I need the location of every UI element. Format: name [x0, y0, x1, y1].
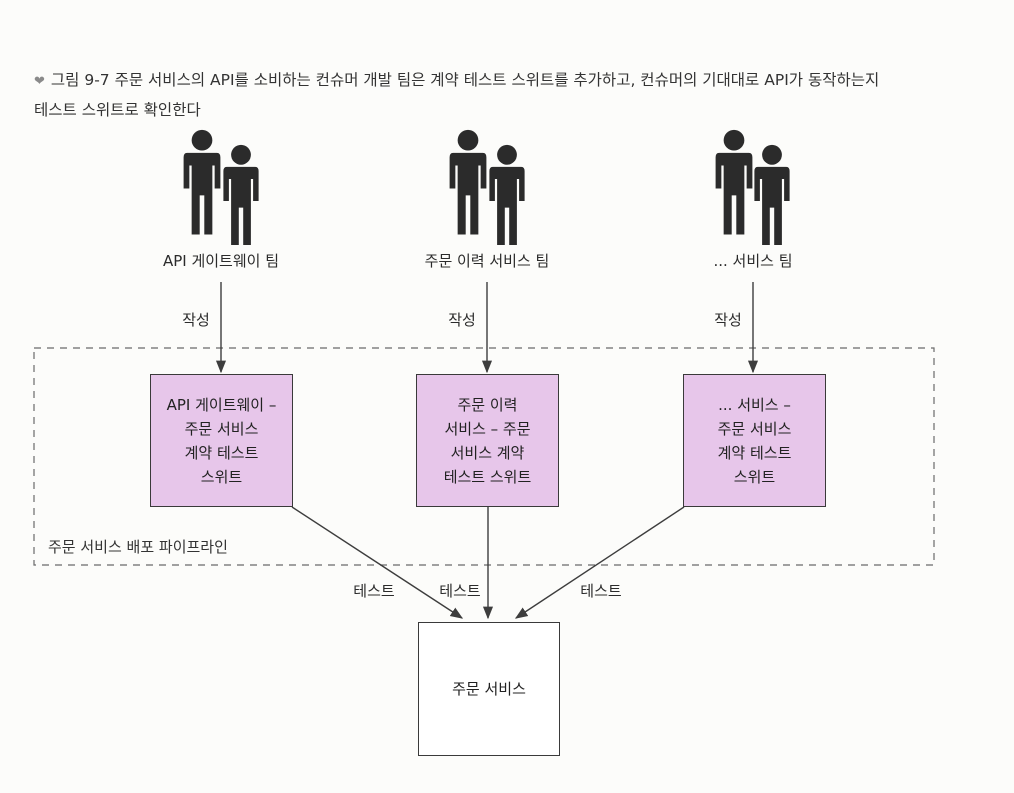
figure-caption: ❤ 그림 9-7 주문 서비스의 API를 소비하는 컨슈머 개발 팀은 계약 테…	[34, 66, 1004, 125]
team-3-people-icon	[715, 129, 790, 245]
team-label-order-history: 주문 이력 서비스 팀	[424, 252, 550, 270]
write-label-2: 작성	[448, 311, 476, 329]
caption-line-1: 그림 9-7 주문 서비스의 API를 소비하는 컨슈머 개발 팀은 계약 테스…	[50, 71, 880, 89]
suite-text-3: ... 서비스 – 주문 서비스 계약 테스트 스위트	[717, 395, 792, 486]
contract-suite-api-gateway: API 게이트웨이 – 주문 서비스 계약 테스트 스위트	[150, 374, 293, 507]
team-1-people-icon	[183, 129, 259, 245]
contract-suite-order-history: 주문 이력 서비스 – 주문 서비스 계약 테스트 스위트	[416, 374, 559, 507]
test-label-3: 테스트	[580, 582, 622, 600]
write-label-3: 작성	[714, 311, 742, 329]
order-service-box: 주문 서비스	[418, 622, 560, 756]
caption-line-2: 테스트 스위트로 확인한다	[34, 101, 201, 119]
write-label-1: 작성	[182, 311, 210, 329]
test-arrow-1	[291, 506, 464, 619]
team-label-other-service: ... 서비스 팀	[713, 252, 793, 270]
pipeline-boundary	[33, 347, 935, 566]
order-service-label: 주문 서비스	[452, 680, 526, 698]
test-label-2: 테스트	[439, 582, 481, 600]
team-label-api-gateway: API 게이트웨이 팀	[162, 252, 280, 270]
test-label-1: 테스트	[353, 582, 395, 600]
team-2-people-icon	[449, 129, 525, 245]
suite-text-1: API 게이트웨이 – 주문 서비스 계약 테스트 스위트	[166, 395, 277, 486]
pipeline-label: 주문 서비스 배포 파이프라인	[48, 538, 228, 556]
heart-icon: ❤	[34, 74, 45, 89]
contract-suite-other-service: ... 서비스 – 주문 서비스 계약 테스트 스위트	[683, 374, 826, 507]
test-arrow-3	[514, 506, 685, 619]
suite-text-2: 주문 이력 서비스 – 주문 서비스 계약 테스트 스위트	[443, 395, 532, 486]
